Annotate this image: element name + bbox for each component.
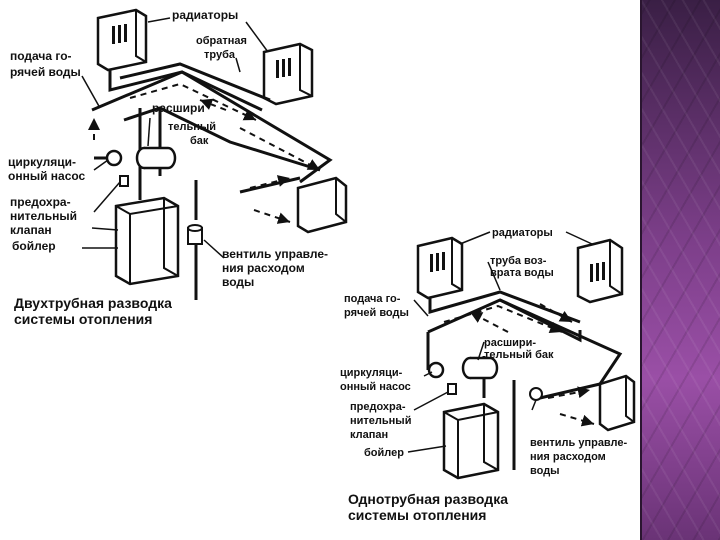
label-valve-b-2: нительный [350, 415, 411, 427]
label-pump-b-1: циркуляци- [340, 367, 403, 379]
boiler [114, 196, 180, 286]
caption-one-pipe-2: системы отопления [348, 507, 486, 523]
label-radiators-b: радиаторы [492, 227, 553, 239]
label-return-pipe-1: обратная [196, 35, 247, 47]
label-pump-1: циркуляци- [8, 155, 76, 169]
label-hot-supply-b-2: рячей воды [344, 307, 409, 319]
one-pipe-diagram: радиаторы труба воз- врата воды подача г… [340, 227, 636, 523]
radiator-1b [416, 236, 464, 300]
decorative-side-band [640, 0, 720, 540]
label-valve-b-1: предохра- [350, 401, 406, 413]
label-pump-b-2: онный насос [340, 381, 411, 393]
label-exp-tank-1: расшири [152, 101, 205, 115]
caption-two-pipe-1: Двухтрубная разводка [14, 295, 172, 311]
label-exp-tank-b-1: расшири- [484, 337, 536, 349]
radiator-2 [262, 42, 314, 106]
safety-valve [119, 175, 129, 187]
label-valve-b-3: клапан [350, 429, 388, 441]
label-control-valve-b-1: вентиль управле- [530, 437, 628, 449]
side-divider [640, 0, 642, 540]
flow-arrows-b [443, 303, 595, 427]
flow-arrows [88, 82, 321, 224]
label-exp-tank-2: тельный [168, 121, 216, 133]
label-control-valve-1: вентиль управле- [222, 247, 328, 261]
label-valve-3: клапан [10, 223, 52, 237]
label-hot-supply-b-1: подача го- [344, 293, 401, 305]
control-valve-b [529, 387, 543, 401]
circulation-pump-b [427, 361, 445, 379]
label-exp-tank-b-2: тельный бак [484, 349, 554, 361]
label-hot-supply-1: подача го- [10, 49, 72, 63]
slide [0, 0, 640, 540]
label-boiler: бойлер [12, 239, 56, 253]
caption-one-pipe-1: Однотрубная разводка [348, 491, 508, 507]
circulation-pump [94, 149, 123, 167]
label-valve-2: нительный [10, 209, 77, 223]
label-control-valve-3: воды [222, 275, 254, 289]
leader-lines [81, 17, 269, 259]
boiler-b [442, 402, 500, 480]
label-control-valve-b-3: воды [530, 465, 560, 477]
label-return-b-2: врата воды [490, 267, 554, 279]
label-pump-2: онный насос [8, 169, 86, 183]
label-return-pipe-2: труба [204, 49, 236, 61]
pipe-network [91, 62, 333, 300]
radiator-1 [96, 8, 148, 72]
leader-lines-b [407, 231, 593, 453]
radiator-3b [598, 374, 636, 432]
label-hot-supply-2: рячей воды [10, 65, 81, 79]
label-return-b-1: труба воз- [490, 255, 547, 267]
two-pipe-diagram: радиаторы обратная труба подача го- ряче… [8, 8, 348, 327]
safety-valve-b [447, 383, 457, 395]
label-boiler-b: бойлер [364, 447, 404, 459]
caption-two-pipe-2: системы отопления [14, 311, 152, 327]
control-valve [187, 224, 203, 245]
label-valve-1: предохра- [10, 195, 71, 209]
label-exp-tank-3: бак [190, 135, 209, 147]
expansion-tank-b [461, 356, 499, 380]
label-control-valve-2: ния расходом [222, 261, 305, 275]
radiator-3 [296, 176, 348, 234]
label-radiators: радиаторы [172, 8, 238, 22]
expansion-tank [135, 146, 177, 170]
label-control-valve-b-2: ния расходом [530, 451, 606, 463]
radiator-2b [576, 238, 624, 304]
